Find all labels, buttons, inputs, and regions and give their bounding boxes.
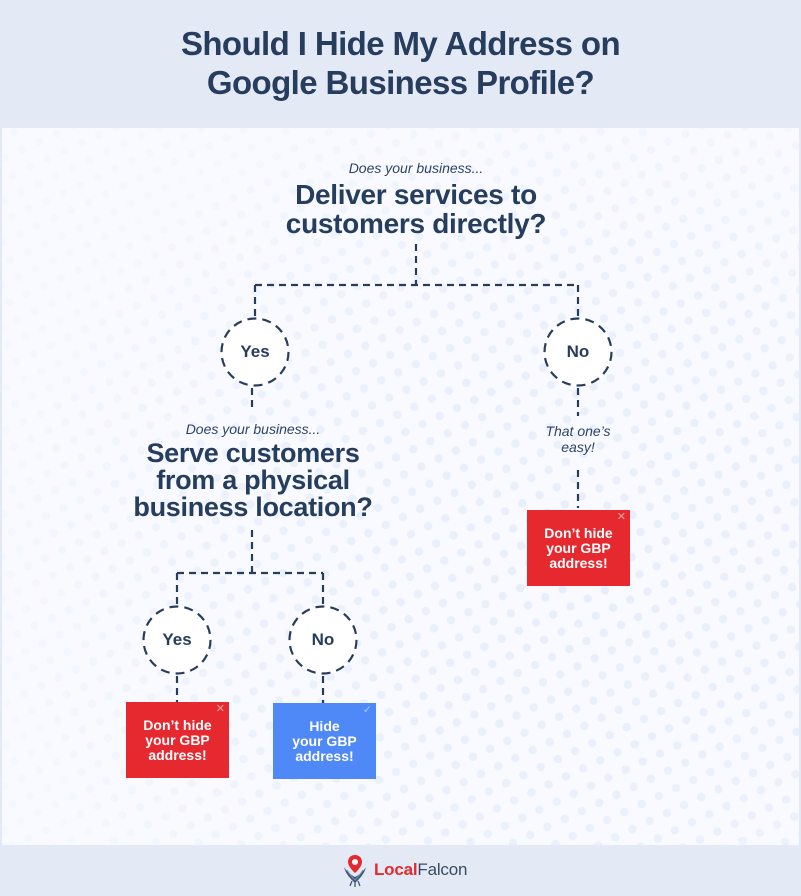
question2-line-2: from a physical: [156, 465, 350, 495]
brand-falcon: Falcon: [417, 860, 468, 879]
question2-text: Serve customers from a physical business…: [110, 440, 396, 521]
result-line-2: your GBP: [546, 539, 611, 556]
question2-prefix: Does your business...: [185, 421, 321, 437]
q1-no-label: No: [566, 342, 590, 361]
question1-prefix: Does your business...: [348, 160, 484, 176]
q2-yes-node: Yes: [142, 605, 212, 675]
result-dont-hide-q1-no: ✕ Don’t hide your GBP address!: [527, 510, 630, 586]
falcon-pin-icon: [344, 855, 366, 887]
question2-line-3: business location?: [133, 492, 373, 522]
q2-no-label: No: [311, 630, 335, 649]
localfalcon-logo: LocalFalcon: [342, 853, 467, 887]
result-line-3: address!: [549, 554, 608, 571]
result-line-1: Don’t hide: [544, 524, 613, 541]
q2-yes-label: Yes: [162, 630, 192, 649]
comment-line-2: easy!: [561, 439, 595, 455]
result-line-1: Hide: [309, 717, 340, 734]
question1-line-2: customers directly?: [285, 208, 547, 239]
result-line-1: Don’t hide: [143, 716, 212, 733]
result-line-2: your GBP: [145, 731, 210, 748]
question2-line-1: Serve customers: [146, 438, 360, 468]
result-line-3: address!: [148, 746, 207, 763]
q1-yes-label: Yes: [240, 342, 270, 361]
title-line-2: Google Business Profile?: [206, 64, 595, 101]
result-dont-hide-q2-yes: ✕ Don’t hide your GBP address!: [126, 702, 229, 778]
title-line-1: Should I Hide My Address on: [180, 25, 621, 62]
q1-no-node: No: [543, 317, 613, 387]
q1-yes-node: Yes: [220, 317, 290, 387]
comment-line-1: That one’s: [545, 423, 611, 439]
check-icon: ✓: [362, 704, 372, 716]
x-icon: ✕: [215, 703, 225, 715]
result-hide-q2-no: ✓ Hide your GBP address!: [273, 703, 376, 779]
footer: [0, 845, 801, 896]
result-line-3: address!: [295, 747, 354, 764]
question1-text: Deliver services to customers directly?: [230, 180, 602, 238]
brand-name: LocalFalcon: [374, 860, 467, 880]
result-line-2: your GBP: [292, 732, 357, 749]
question1-line-1: Deliver services to: [295, 179, 537, 210]
brand-local: Local: [374, 860, 418, 879]
q2-no-node: No: [288, 605, 358, 675]
x-icon: ✕: [616, 511, 626, 523]
page-title: Should I Hide My Address on Google Busin…: [0, 24, 801, 102]
q1-no-comment: That one’s easy!: [520, 423, 636, 455]
header: Should I Hide My Address on Google Busin…: [0, 0, 801, 128]
